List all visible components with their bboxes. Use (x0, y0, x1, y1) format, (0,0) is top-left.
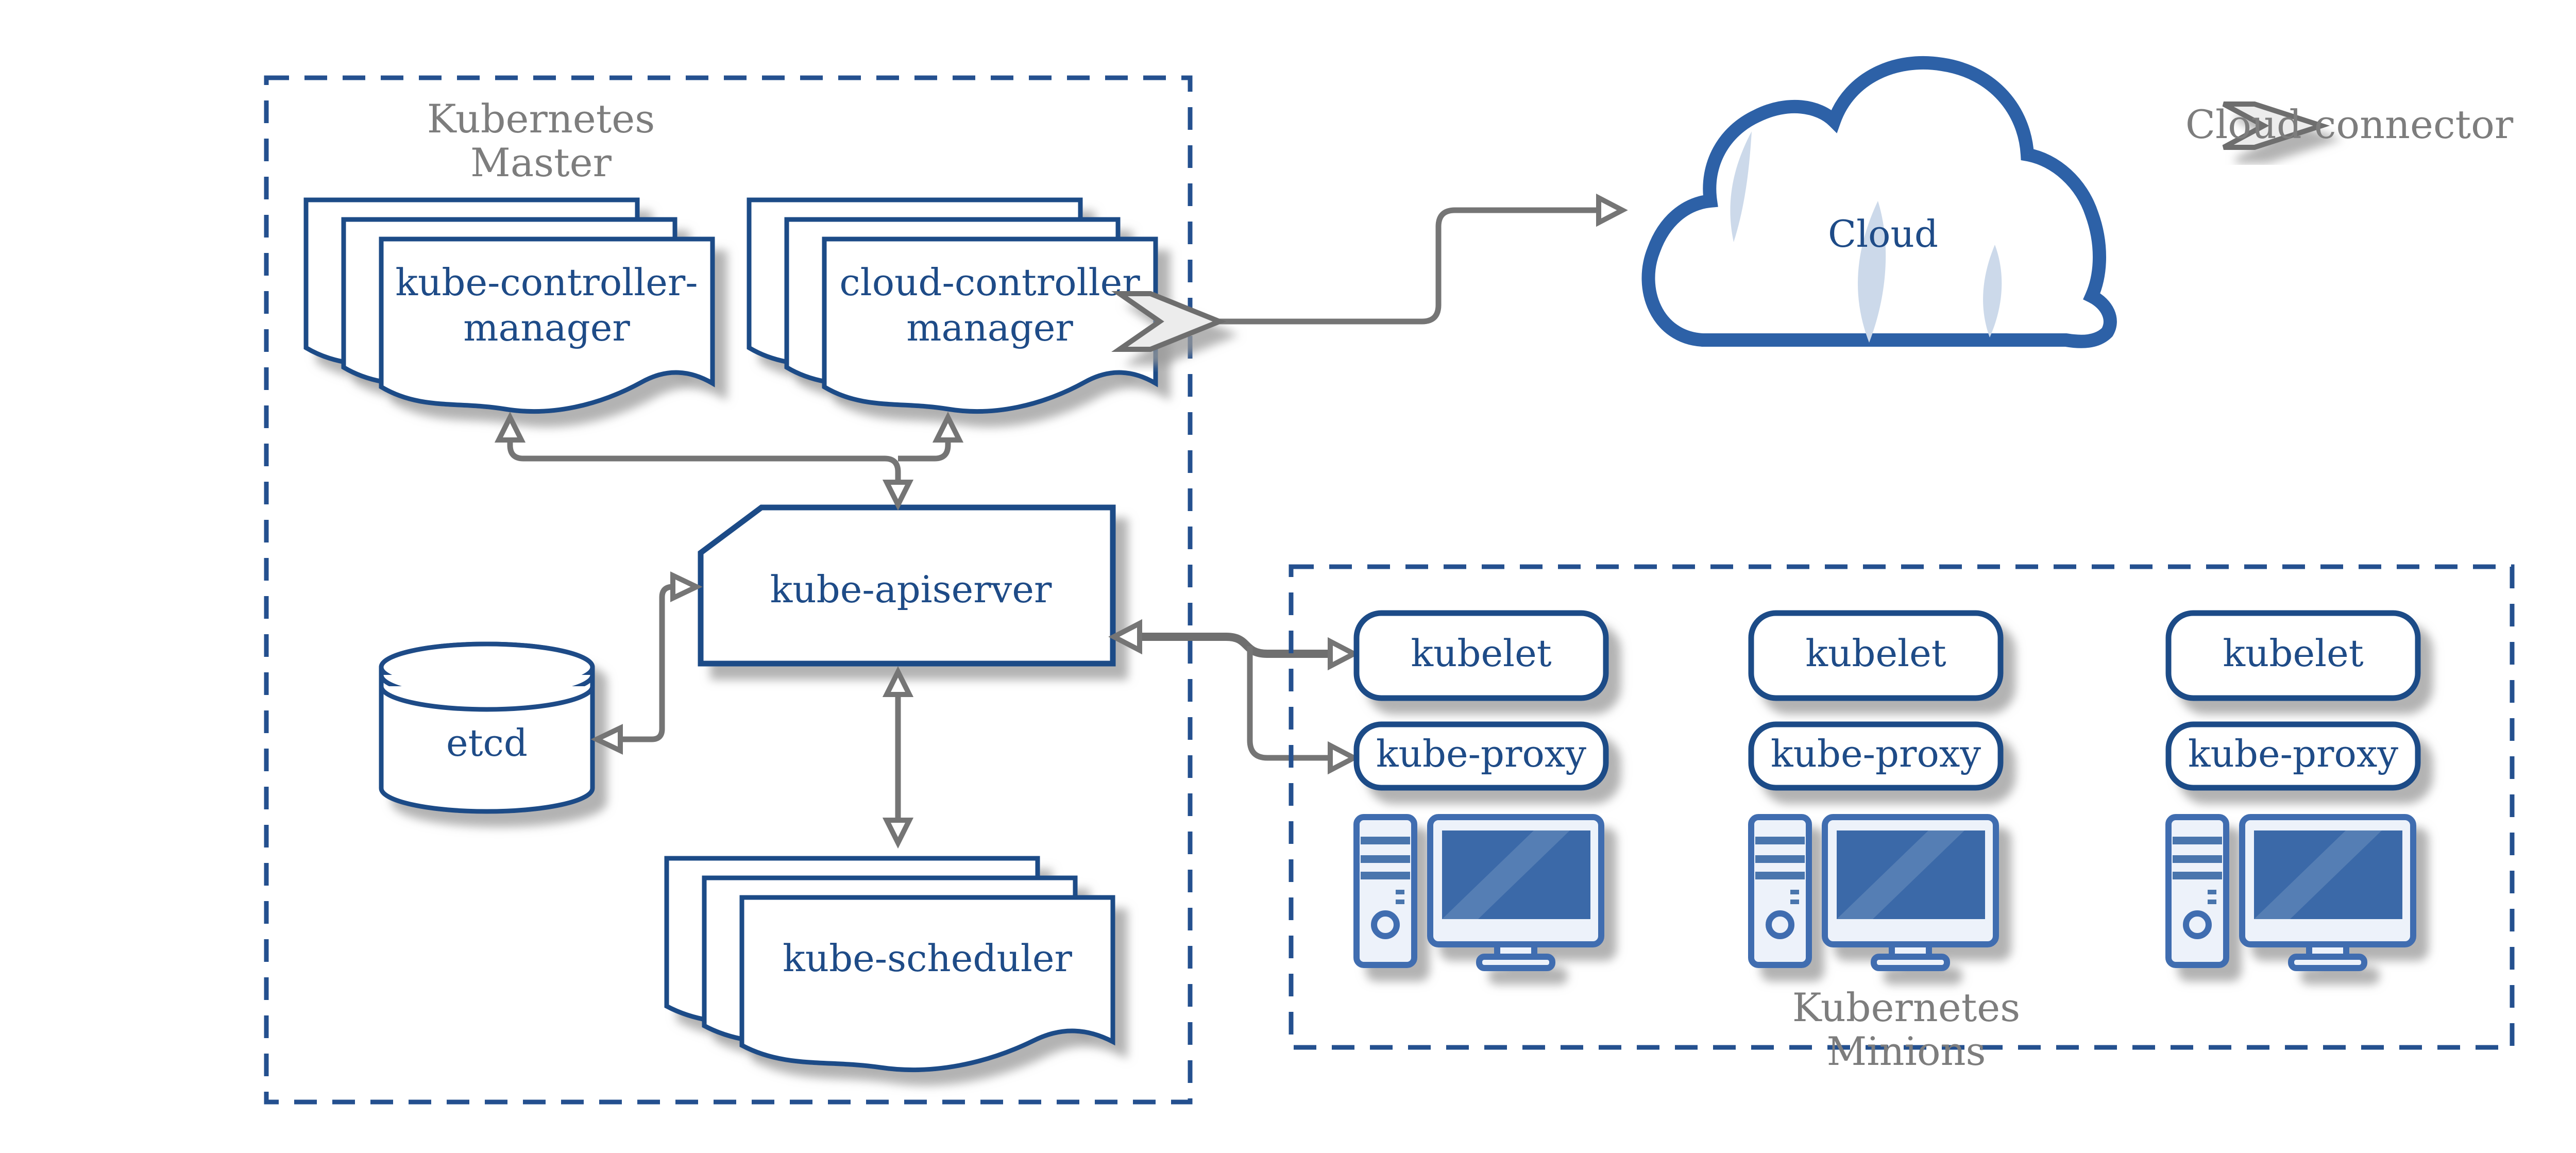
kube-proxy-label: kube-proxy (1771, 732, 1981, 775)
etcd-node: etcd (379, 641, 595, 814)
minion-node-2: kubelet kube-proxy (1748, 610, 2004, 968)
connectors (494, 193, 1628, 849)
kube-scheduler-label: kube-scheduler (783, 937, 1072, 980)
kube-proxy-label: kube-proxy (2188, 732, 2398, 775)
kubelet-box (1353, 610, 1609, 701)
arrowhead-up-icon (882, 666, 914, 697)
cloud-shine (1983, 245, 2002, 337)
document-shape (742, 897, 1113, 1070)
legend: Cloud connector (2185, 101, 2514, 150)
arrow-connector-to-cloud (1219, 207, 1599, 325)
arrowhead-down-icon (882, 818, 914, 849)
cloud-label: Cloud (1828, 212, 1938, 256)
cloud-controller-manager-node: cloud-controller manager (749, 200, 1156, 412)
computer-icon (1357, 817, 1601, 968)
arrow-etcd-apiserver (620, 584, 673, 742)
kube-proxy-box (2165, 721, 2421, 791)
arrowhead-left-icon (590, 724, 623, 755)
minion-node-1: kubelet kube-proxy (1353, 610, 1609, 968)
kube-proxy-box (1353, 721, 1609, 791)
cloud-controller-manager-label-line1: cloud-controller (839, 261, 1140, 304)
cloud-connector-icon (2222, 101, 2330, 150)
arrowhead-up-icon (494, 411, 526, 443)
kubelet-label: kubelet (1805, 632, 1946, 675)
legend-label: Cloud connector (2185, 101, 2514, 147)
cloud-controller-manager-label-line2: manager (906, 306, 1073, 349)
arrowhead-right-icon (1596, 193, 1628, 227)
cloud-connector-icon (1111, 291, 1227, 352)
kubernetes-master-group: Kubernetes Master kube-controller- manag… (264, 75, 1193, 1105)
apiserver-shape (698, 504, 1116, 667)
arrowhead-up-icon (932, 411, 964, 443)
kube-scheduler-node: kube-scheduler (667, 858, 1113, 1070)
arrow-apiserver-to-kube-proxy (1247, 646, 1329, 761)
arrow-apiserver-to-cloud-controller (898, 439, 951, 462)
minions-title-line1: Kubernetes (1792, 985, 2020, 1030)
minions-title-line2: Minions (1826, 1028, 1986, 1074)
minions-dashed-border (1289, 564, 2515, 1050)
kube-apiserver-label: kube-apiserver (770, 568, 1052, 611)
kubelet-box (1748, 610, 2004, 701)
cloud-shine (1858, 201, 1886, 343)
computer-icon (2168, 817, 2413, 968)
kube-proxy-label: kube-proxy (1376, 732, 1586, 775)
kubernetes-minions-group: kubelet kube-proxy kubelet kube-proxy ku… (1289, 564, 2515, 1074)
cloud-node: Cloud (1641, 56, 2117, 348)
arrowhead-right-icon (1328, 637, 1360, 671)
arrowhead-right-icon (670, 571, 703, 602)
kube-controller-manager-node: kube-controller- manager (306, 200, 713, 412)
master-dashed-border (264, 75, 1193, 1105)
etcd-label: etcd (446, 721, 528, 765)
master-title-line2: Master (470, 140, 612, 185)
arrowhead-left-icon (1108, 619, 1142, 655)
kube-controller-manager-label-line1: kube-controller- (395, 261, 698, 304)
arrow-apiserver-to-kubelet (1140, 633, 1329, 658)
arrow-apiserver-to-controllers (507, 439, 901, 483)
cloud-shine (1730, 131, 1752, 242)
arrowhead-right-icon (1328, 741, 1360, 775)
kube-proxy-box (1748, 721, 2004, 791)
kube-controller-manager-label-line2: manager (463, 306, 630, 349)
kubelet-box (2165, 610, 2421, 701)
kubelet-label: kubelet (1411, 632, 1551, 675)
kube-apiserver-node: kube-apiserver (698, 504, 1116, 667)
master-title-line1: Kubernetes (427, 96, 655, 142)
arrowhead-down-icon (882, 480, 914, 511)
minion-node-3: kubelet kube-proxy (2165, 610, 2421, 968)
kubelet-label: kubelet (2223, 632, 2363, 675)
computer-icon (1751, 817, 1996, 968)
